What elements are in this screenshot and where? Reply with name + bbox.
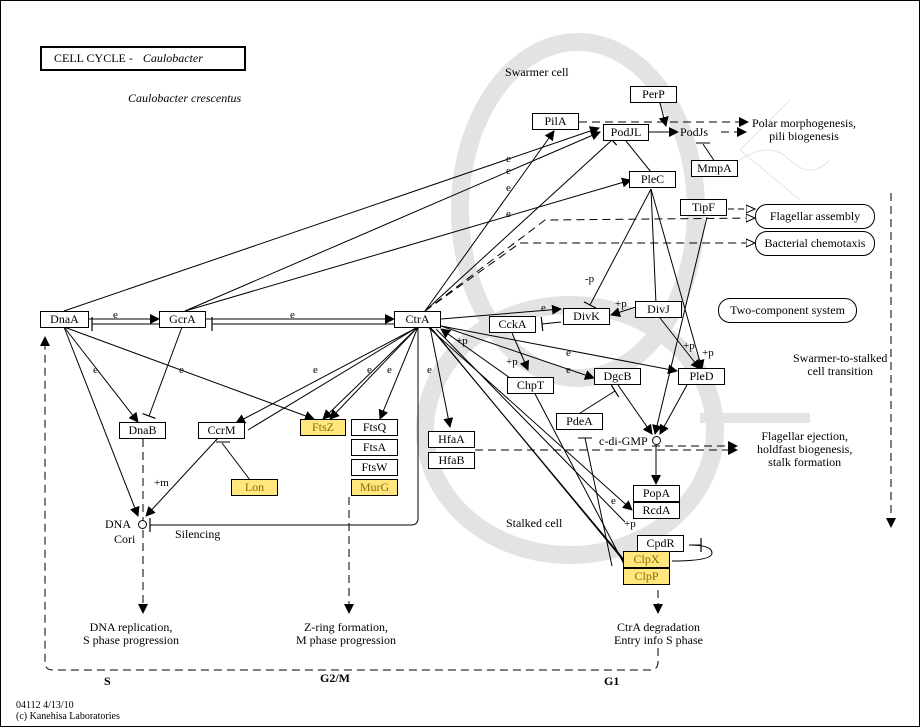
gene-tipf[interactable]: TipF <box>680 199 727 216</box>
edge-label-plus-p: +p <box>456 335 468 347</box>
edge-label-e: e <box>506 208 511 220</box>
outcome-line: pili biogenesis <box>769 129 839 143</box>
gene-dgcb[interactable]: DgcB <box>594 368 641 385</box>
title-text: CELL CYCLE - <box>54 51 133 65</box>
edge-label-plus-p: +p <box>683 340 695 352</box>
outcome-dna-replication: DNA replication, S phase progression <box>83 621 179 647</box>
edge-label-plus-p: +p <box>615 298 627 310</box>
outcome-line: cell transition <box>807 364 874 378</box>
c-di-gmp-label: c-di-GMP <box>599 434 648 448</box>
gene-pila[interactable]: PilA <box>532 113 579 130</box>
edge-label-e: e <box>179 364 184 376</box>
edge-label-e: e <box>427 364 432 376</box>
gene-ccka[interactable]: CckA <box>489 316 536 333</box>
edge-label-e: e <box>611 495 616 507</box>
edge-label-e: e <box>290 309 295 321</box>
edge-label-e: e <box>566 347 571 359</box>
stalked-cell-label: Stalked cell <box>506 516 563 530</box>
gene-gcra[interactable]: GcrA <box>159 311 206 328</box>
pathway-flagellar-assembly[interactable]: Flagellar assembly <box>755 204 875 229</box>
gene-podjl[interactable]: PodJL <box>603 124 649 141</box>
compound-dna-cori[interactable] <box>138 520 147 529</box>
gene-hfaa[interactable]: HfaA <box>428 431 475 448</box>
gene-cpdr[interactable]: CpdR <box>637 535 684 552</box>
edge-label-e: e <box>506 165 511 177</box>
gene-rcda[interactable]: RcdA <box>633 502 680 519</box>
outcome-line: Polar morphogenesis, <box>752 116 856 130</box>
gene-perp[interactable]: PerP <box>630 86 677 103</box>
gene-divj[interactable]: DivJ <box>635 301 682 318</box>
gene-podjs[interactable]: PodJs <box>680 125 709 139</box>
gene-ccrm[interactable]: CcrM <box>198 422 245 439</box>
gene-ftsq[interactable]: FtsQ <box>351 419 398 436</box>
gene-popa[interactable]: PopA <box>633 485 680 502</box>
pathway-bacterial-chemotaxis[interactable]: Bacterial chemotaxis <box>755 231 875 256</box>
gene-clpp[interactable]: ClpP <box>623 568 670 585</box>
cori-label: Cori <box>114 532 136 546</box>
copyright: (c) Kanehisa Laboratories <box>16 711 120 722</box>
outcome-line: stalk formation <box>768 455 842 469</box>
edge-label-e: e <box>93 364 98 376</box>
edge-label-plus-p: +p <box>624 518 636 530</box>
gene-ftsw[interactable]: FtsW <box>351 459 398 476</box>
edge-label-minus-p: -p <box>585 273 595 285</box>
gene-dnab[interactable]: DnaB <box>119 422 166 439</box>
gene-pled[interactable]: PleD <box>678 368 725 385</box>
outcome-line: S phase progression <box>83 633 179 647</box>
edge-label-plus-p: +p <box>702 347 714 359</box>
outcome-line: M phase progression <box>296 633 396 647</box>
outcome-line: holdfast biogenesis, <box>757 442 853 456</box>
phase-s: S <box>104 674 111 688</box>
gene-mmpa[interactable]: MmpA <box>691 160 738 177</box>
edge-label-e: e <box>387 364 392 376</box>
pathway-title: CELL CYCLE - Caulobacter <box>40 46 246 71</box>
gene-hfab[interactable]: HfaB <box>428 452 475 469</box>
outcome-ctra-degradation: CtrA degradation Entry info S phase <box>614 621 703 647</box>
outcome-line: DNA replication, <box>89 620 173 634</box>
compound-c-di-gmp[interactable] <box>652 436 661 445</box>
outcome-line: Z-ring formation, <box>304 620 388 634</box>
gene-ftsa[interactable]: FtsA <box>351 439 398 456</box>
phase-g2m: G2/M <box>320 671 350 685</box>
edges <box>40 102 896 671</box>
title-organism: Caulobacter <box>142 51 203 65</box>
outcome-flagellar-ejection: Flagellar ejection, holdfast biogenesis,… <box>757 430 852 469</box>
silencing-label: Silencing <box>175 527 221 541</box>
outcome-line: Entry info S phase <box>614 633 703 647</box>
gene-plec[interactable]: PleC <box>629 171 676 188</box>
outcome-line: CtrA degradation <box>617 620 700 634</box>
gene-chpt[interactable]: ChpT <box>507 377 554 394</box>
edge-label-e: e <box>541 302 546 314</box>
edge-label-e: e <box>367 364 372 376</box>
map-id-date: 04112 4/13/10 <box>16 700 74 711</box>
gene-clpx[interactable]: ClpX <box>623 551 670 568</box>
gene-ctra[interactable]: CtrA <box>394 311 441 328</box>
outcome-line: Swarmer-to-stalked <box>793 351 888 365</box>
organism-name: Caulobacter crescentus <box>128 91 242 105</box>
swarmer-cell-label: Swarmer cell <box>505 65 569 79</box>
edge-label-e: e <box>313 364 318 376</box>
gene-pdea[interactable]: PdeA <box>556 413 603 430</box>
outcome-swarmer-transition: Swarmer-to-stalked cell transition <box>793 352 887 378</box>
gene-divk[interactable]: DivK <box>563 308 610 325</box>
edge-label-e: e <box>506 182 511 194</box>
dna-label: DNA <box>105 517 131 531</box>
outcome-z-ring: Z-ring formation, M phase progression <box>296 621 396 647</box>
outcome-polar-morphogenesis: Polar morphogenesis, pili biogenesis <box>752 117 856 143</box>
phase-g1: G1 <box>604 674 620 688</box>
gene-murg[interactable]: MurG <box>351 479 398 496</box>
gene-dnaa[interactable]: DnaA <box>40 311 89 328</box>
gene-lon[interactable]: Lon <box>231 479 278 496</box>
edge-label-plus-p: +p <box>506 356 518 368</box>
gene-ftsz[interactable]: FtsZ <box>300 419 346 436</box>
outcome-line: Flagellar ejection, <box>761 429 848 443</box>
edge-label-e: e <box>566 364 571 376</box>
edge-label-e: e <box>113 309 118 321</box>
pathway-two-component-system[interactable]: Two-component system <box>718 298 857 323</box>
edge-label-plus-m: +m <box>154 477 169 489</box>
edge-label-e: e <box>506 153 511 165</box>
